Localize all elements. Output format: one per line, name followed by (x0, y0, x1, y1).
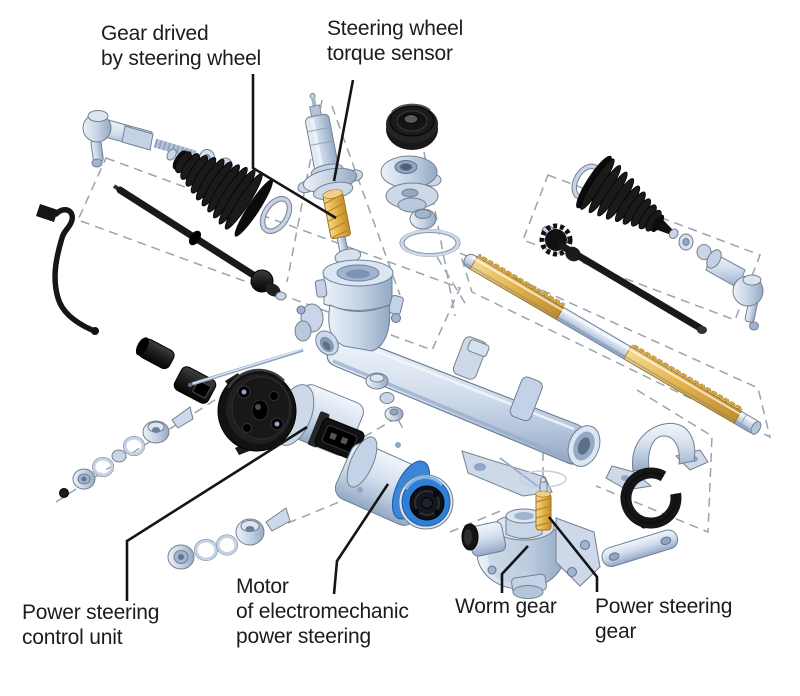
pinion-sensor-shaft (297, 93, 363, 274)
control-unit-disc (217, 368, 297, 455)
label-torque-sensor: Steering wheel torque sensor (327, 16, 463, 66)
housing-tie-rod-funnel (315, 330, 339, 356)
guide-box-right (522, 174, 761, 321)
steering-boot-left (166, 148, 273, 237)
guide-line-oring (436, 256, 469, 309)
label-line: Power steering (22, 601, 160, 624)
boot-clamp-ring-left (259, 196, 293, 234)
power-steering-motor (334, 436, 454, 530)
label-line: Motor (236, 575, 289, 598)
housing-bore-right (567, 425, 601, 467)
guide-box-clamp (595, 389, 713, 534)
steering-rack-housing (294, 259, 601, 497)
label-gear-driven: Gear drived by steering wheel (101, 21, 261, 71)
rack-shaft (463, 253, 762, 435)
label-line: by steering wheel (101, 47, 262, 70)
label-control-unit: Power steering control unit (22, 600, 159, 650)
rack-teeth-upper (476, 253, 566, 309)
housing-mount-foot (461, 450, 553, 497)
hardware-cluster-center (167, 507, 291, 570)
leader-gear-driven (251, 74, 337, 220)
hardware-nuts-center (365, 372, 404, 422)
bearing-mount-stack (380, 155, 442, 230)
worm-gearbox (461, 470, 601, 599)
tie-rod-end-left (82, 110, 197, 168)
steering-boot-right (576, 155, 679, 239)
tie-rod-washers-right (678, 233, 712, 260)
label-line: Steering wheel (327, 17, 464, 40)
retaining-pin (188, 348, 304, 387)
guide-box-rack (458, 251, 772, 439)
leader-motor (332, 483, 390, 595)
o-ring-seal (399, 229, 461, 257)
label-line: Gear drived (101, 22, 209, 45)
label-line: Power steering (595, 595, 733, 618)
plug-parts (135, 337, 217, 404)
mount-strap (601, 529, 679, 567)
inner-tie-rod-right (539, 223, 707, 334)
label-steering-gear: Power steering gear (595, 594, 732, 644)
label-leader-lines (125, 74, 599, 601)
leader-torque-sensor (332, 79, 355, 182)
leader-steering-gear (547, 516, 599, 592)
worm-shaft-yellow (535, 477, 552, 531)
control-unit-assembly (217, 368, 365, 461)
guide-box-left (76, 157, 462, 351)
leader-worm-gear (500, 545, 529, 593)
rack-teeth-lower (630, 343, 744, 413)
hardware-cluster-left (59, 406, 194, 498)
tie-rod-end-right (705, 249, 764, 331)
label-line: of electromechanic (236, 600, 409, 623)
label-line: torque sensor (327, 42, 453, 65)
label-worm-gear: Worm gear (455, 594, 557, 619)
guide-line-motor-gearbox (449, 508, 506, 533)
rubber-bushing (620, 467, 682, 529)
housing-pinion-tower (294, 259, 404, 352)
label-line: Worm gear (455, 595, 557, 618)
guide-line-bearing-stack (423, 151, 456, 317)
label-line: gear (595, 620, 637, 643)
wiring-harness (36, 204, 99, 335)
leader-control-unit (125, 425, 308, 601)
label-line: power steering (236, 625, 371, 648)
inner-tie-rod-left (112, 184, 287, 301)
rubber-damper-ring (386, 103, 438, 150)
guide-line-hardware-center (287, 499, 345, 524)
mount-bracket-u (605, 422, 709, 491)
label-line: control unit (22, 626, 123, 649)
label-motor: Motor of electromechanic power steering (236, 574, 409, 649)
